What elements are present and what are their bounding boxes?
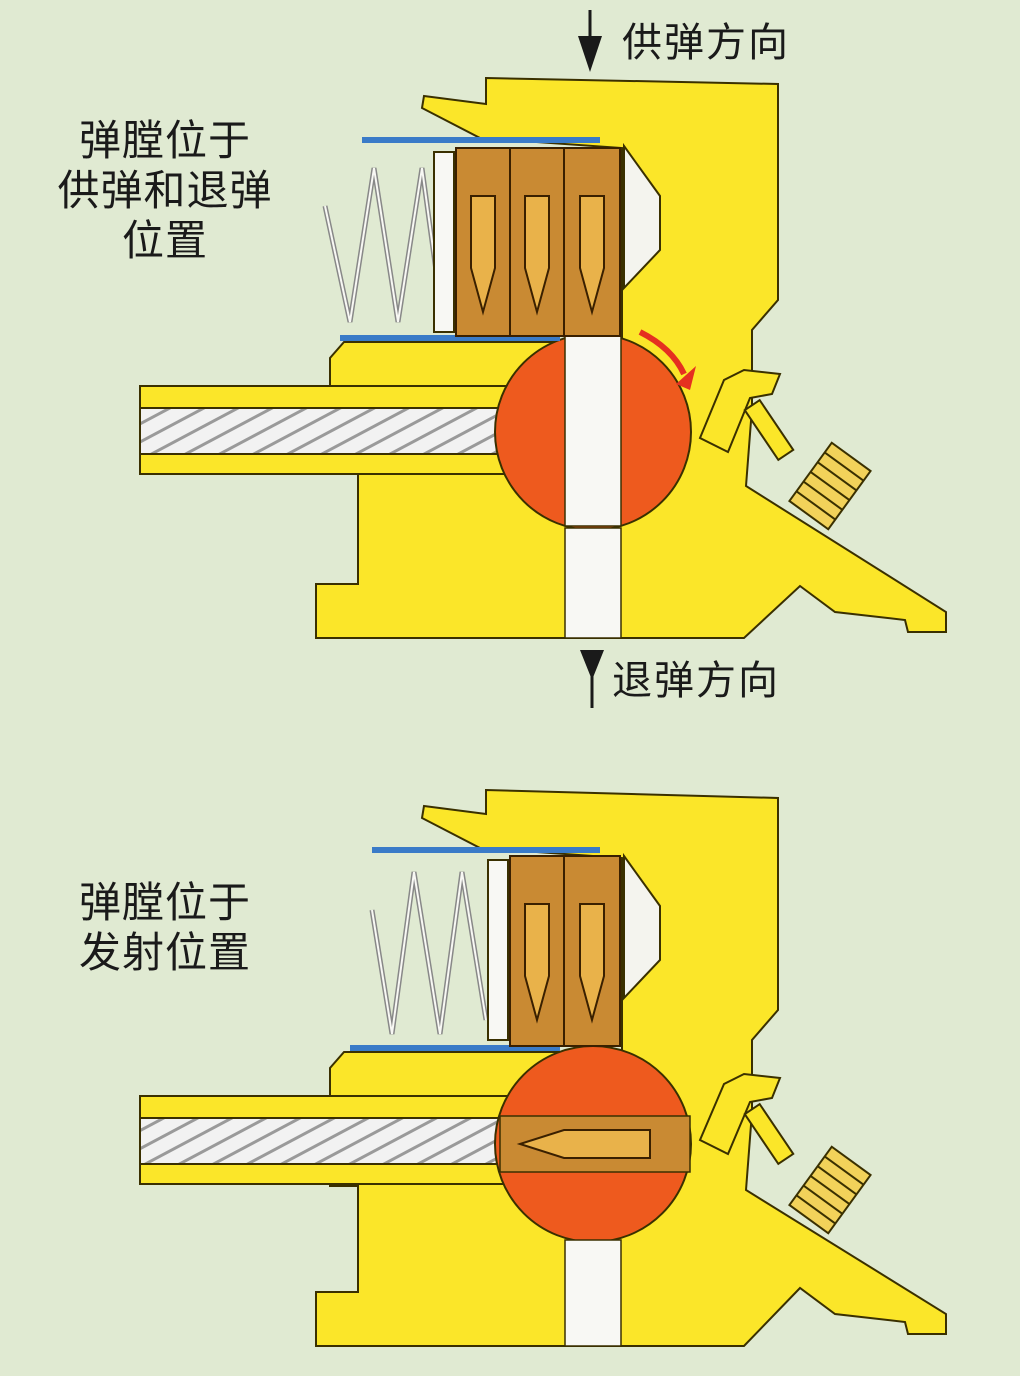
top-caption-line-3: 位置 <box>121 216 208 265</box>
eject-direction-label: 退弹方向 <box>612 658 780 704</box>
top-eject-channel <box>564 527 622 639</box>
bottom-latch-spring <box>788 1145 872 1235</box>
top-caption: 弹膛位于 供弹和退弹 位置 <box>40 116 290 266</box>
bottom-caption-line-1: 弹膛位于 <box>78 878 251 927</box>
bottom-caption: 弹膛位于 发射位置 <box>40 878 290 978</box>
top-caption-line-1: 弹膛位于 <box>78 116 251 165</box>
bottom-cartridges <box>509 855 621 1047</box>
bottom-chambered-bullet <box>516 1129 651 1159</box>
down-arrowhead-icon <box>580 650 604 680</box>
top-cartridges <box>455 147 621 337</box>
top-magazine-follower <box>433 151 455 333</box>
curved-arrow-icon <box>638 329 687 376</box>
bottom-bullet-1 <box>524 903 550 1024</box>
top-bullet-1 <box>470 195 496 316</box>
bottom-eject-channel <box>564 1239 622 1347</box>
top-bullet-2 <box>524 195 550 316</box>
bottom-caption-line-2: 发射位置 <box>78 928 251 977</box>
bottom-magazine-follower <box>487 859 509 1041</box>
top-latch-spring <box>788 441 872 531</box>
bottom-magazine-spring <box>369 871 489 1035</box>
top-bullet-3 <box>579 195 605 316</box>
bottom-diagram <box>139 788 947 1347</box>
top-chamber-bore <box>564 335 622 527</box>
top-latch-mechanism <box>698 368 872 531</box>
bottom-barrel <box>139 1095 513 1185</box>
top-caption-line-2: 供弹和退弹 <box>57 166 273 215</box>
top-diagram <box>139 10 947 708</box>
bottom-bullet-2 <box>579 903 605 1024</box>
top-magazine-spring <box>322 167 443 323</box>
bottom-upper-cutout <box>623 852 661 1001</box>
top-upper-cutout <box>623 142 661 291</box>
bottom-latch-mechanism <box>698 1072 872 1235</box>
feed-direction-label: 供弹方向 <box>622 20 790 66</box>
top-barrel <box>139 385 513 475</box>
